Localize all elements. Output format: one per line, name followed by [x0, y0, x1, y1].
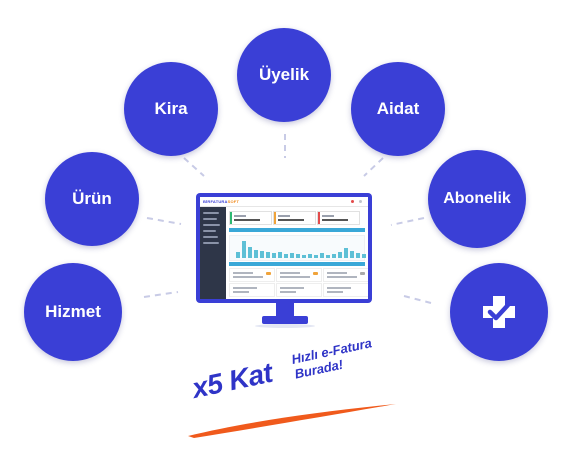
list-row — [229, 283, 368, 297]
tagline-underline-swoosh — [188, 404, 396, 438]
bubble-uyelik: Üyelik — [237, 28, 331, 122]
list-header-bar — [229, 262, 365, 266]
logo-part1: BİRFATURA — [203, 199, 228, 204]
checkmark-shield-icon — [483, 296, 515, 328]
dashboard-sidebar — [200, 207, 226, 299]
logo-part2: SOFT — [227, 199, 240, 204]
bubble-abonelik: Abonelik — [428, 150, 526, 248]
bubble-kira: Kira — [124, 62, 218, 156]
bubble-logo — [450, 263, 548, 361]
bubble-hizmet-label: Hizmet — [45, 302, 101, 321]
stat-card-green — [229, 211, 272, 225]
list-row — [229, 268, 368, 282]
chart-header-bar — [229, 228, 365, 232]
tagline-main: x5 Kat — [189, 356, 276, 404]
dashboard-screen: BİRFATURASOFT — [200, 197, 368, 299]
monitor: BİRFATURASOFT — [196, 193, 372, 303]
monitor-neck — [276, 303, 294, 317]
bubble-kira-label: Kira — [154, 99, 188, 118]
bubble-abonelik-label: Abonelik — [443, 190, 511, 207]
bubble-urun: Ürün — [45, 152, 139, 246]
user-dot — [359, 200, 362, 203]
bubble-uyelik-label: Üyelik — [258, 65, 310, 84]
dashboard-topbar: BİRFATURASOFT — [200, 197, 368, 207]
stat-card-red — [317, 211, 360, 225]
monitor-shadow — [255, 324, 315, 328]
bubble-hizmet: Hizmet — [24, 263, 122, 361]
bubble-aidat: Aidat — [351, 62, 445, 156]
stat-card-orange — [273, 211, 316, 225]
dashboard-chart — [229, 235, 366, 261]
bubble-aidat-label: Aidat — [376, 99, 420, 118]
monitor-stand — [262, 316, 308, 324]
bubble-urun-label: Ürün — [72, 189, 112, 208]
dashboard-logo: BİRFATURASOFT — [203, 199, 239, 204]
notification-dot — [351, 200, 354, 203]
